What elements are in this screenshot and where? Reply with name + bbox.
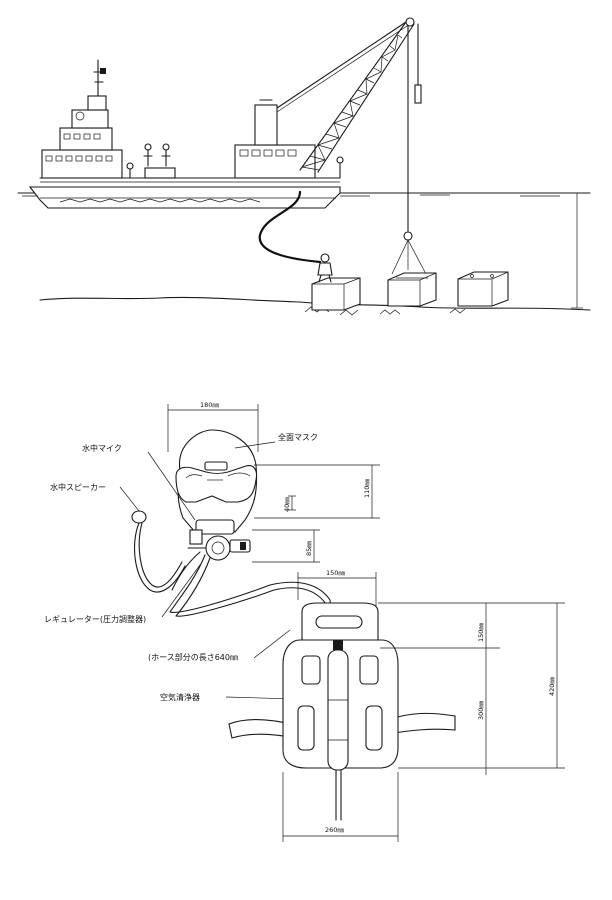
diver-air-hose — [258, 190, 322, 264]
pack-bottom-width-dimension — [282, 772, 399, 842]
connecting-hoses — [169, 551, 335, 649]
regulator-height-label: 85㎜ — [305, 541, 313, 556]
mask-width-dimension — [167, 404, 259, 452]
air-purifier-label: 空気清浄器 — [160, 692, 200, 702]
crew-figures — [126, 143, 344, 179]
crane-house — [234, 99, 316, 179]
lifting-slings — [391, 239, 427, 275]
crew-figure — [126, 162, 134, 179]
pack-top-width-label: 150㎜ — [326, 569, 345, 577]
hose-length-label: (ホース部分の長さ640㎜ — [148, 652, 238, 662]
pack-cutouts — [297, 655, 383, 751]
window-gap-dimension — [288, 495, 296, 511]
pack-strap-right — [387, 712, 456, 735]
crew-figure — [336, 156, 344, 179]
work-barge-scene — [17, 17, 591, 316]
label-leaders — [119, 441, 331, 701]
purifier-cylinder — [327, 640, 349, 821]
depth-dimension-line — [571, 192, 583, 309]
pack-total-height-label: 420㎜ — [548, 677, 556, 696]
pack-height-dimensions — [378, 602, 565, 775]
concrete-block — [311, 277, 361, 311]
crew-figure — [161, 143, 171, 167]
window-gap-label: 40㎜ — [283, 497, 291, 512]
pack-top-width-dimension — [297, 572, 377, 606]
concrete-block — [457, 271, 509, 307]
diver-figure — [317, 253, 333, 283]
underwater-speaker-label: 水中スピーカー — [50, 482, 106, 492]
mask-height-dimension — [254, 464, 380, 519]
regulator-label: レギュレーター(圧力調整器) — [44, 614, 146, 624]
pack-bottom-width-label: 260㎜ — [325, 826, 344, 834]
concrete-block — [387, 272, 437, 307]
full-face-mask-drawing: 180㎜ 110㎜ 40㎜ — [44, 401, 380, 702]
mask-regulator — [187, 519, 251, 561]
pack-body-height-label: 300㎜ — [477, 701, 485, 720]
seabed — [39, 296, 591, 316]
air-purifier-backpack: 150㎜ — [228, 569, 565, 842]
crew-figure — [143, 143, 153, 167]
mask-height-label: 110㎜ — [363, 479, 371, 498]
barge-hull — [28, 177, 341, 209]
mask-width-label: 180㎜ — [200, 401, 219, 409]
pack-top-height-label: 150㎜ — [477, 623, 485, 642]
full-mask-label: 全面マスク — [278, 432, 318, 442]
underwater-mic-label: 水中マイク — [82, 443, 122, 453]
ship-superstructure — [41, 59, 176, 179]
crane-boom — [276, 17, 422, 241]
regulator-height-dimension — [252, 529, 320, 563]
